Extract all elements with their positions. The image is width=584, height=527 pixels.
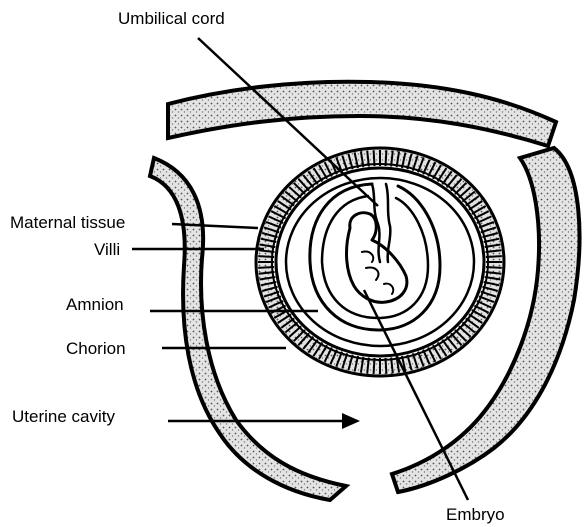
- villus: [374, 150, 375, 166]
- villus: [486, 267, 502, 268]
- label-umbilical-cord: Umbilical cord: [118, 10, 225, 27]
- villus: [386, 358, 387, 374]
- villus: [486, 256, 502, 257]
- villus: [258, 256, 274, 257]
- label-uterine-cavity: Uterine cavity: [12, 408, 115, 425]
- villus: [386, 150, 387, 166]
- label-maternal-tissue: Maternal tissue: [10, 214, 125, 231]
- uterine-cavity-arrowhead: [342, 413, 360, 429]
- villus: [374, 358, 375, 374]
- label-amnion: Amnion: [66, 296, 124, 313]
- label-chorion: Chorion: [66, 340, 126, 357]
- label-villi: Villi: [94, 241, 120, 258]
- upper-uterine-wall: [168, 82, 556, 146]
- label-embryo: Embryo: [446, 506, 505, 523]
- villus: [258, 267, 274, 268]
